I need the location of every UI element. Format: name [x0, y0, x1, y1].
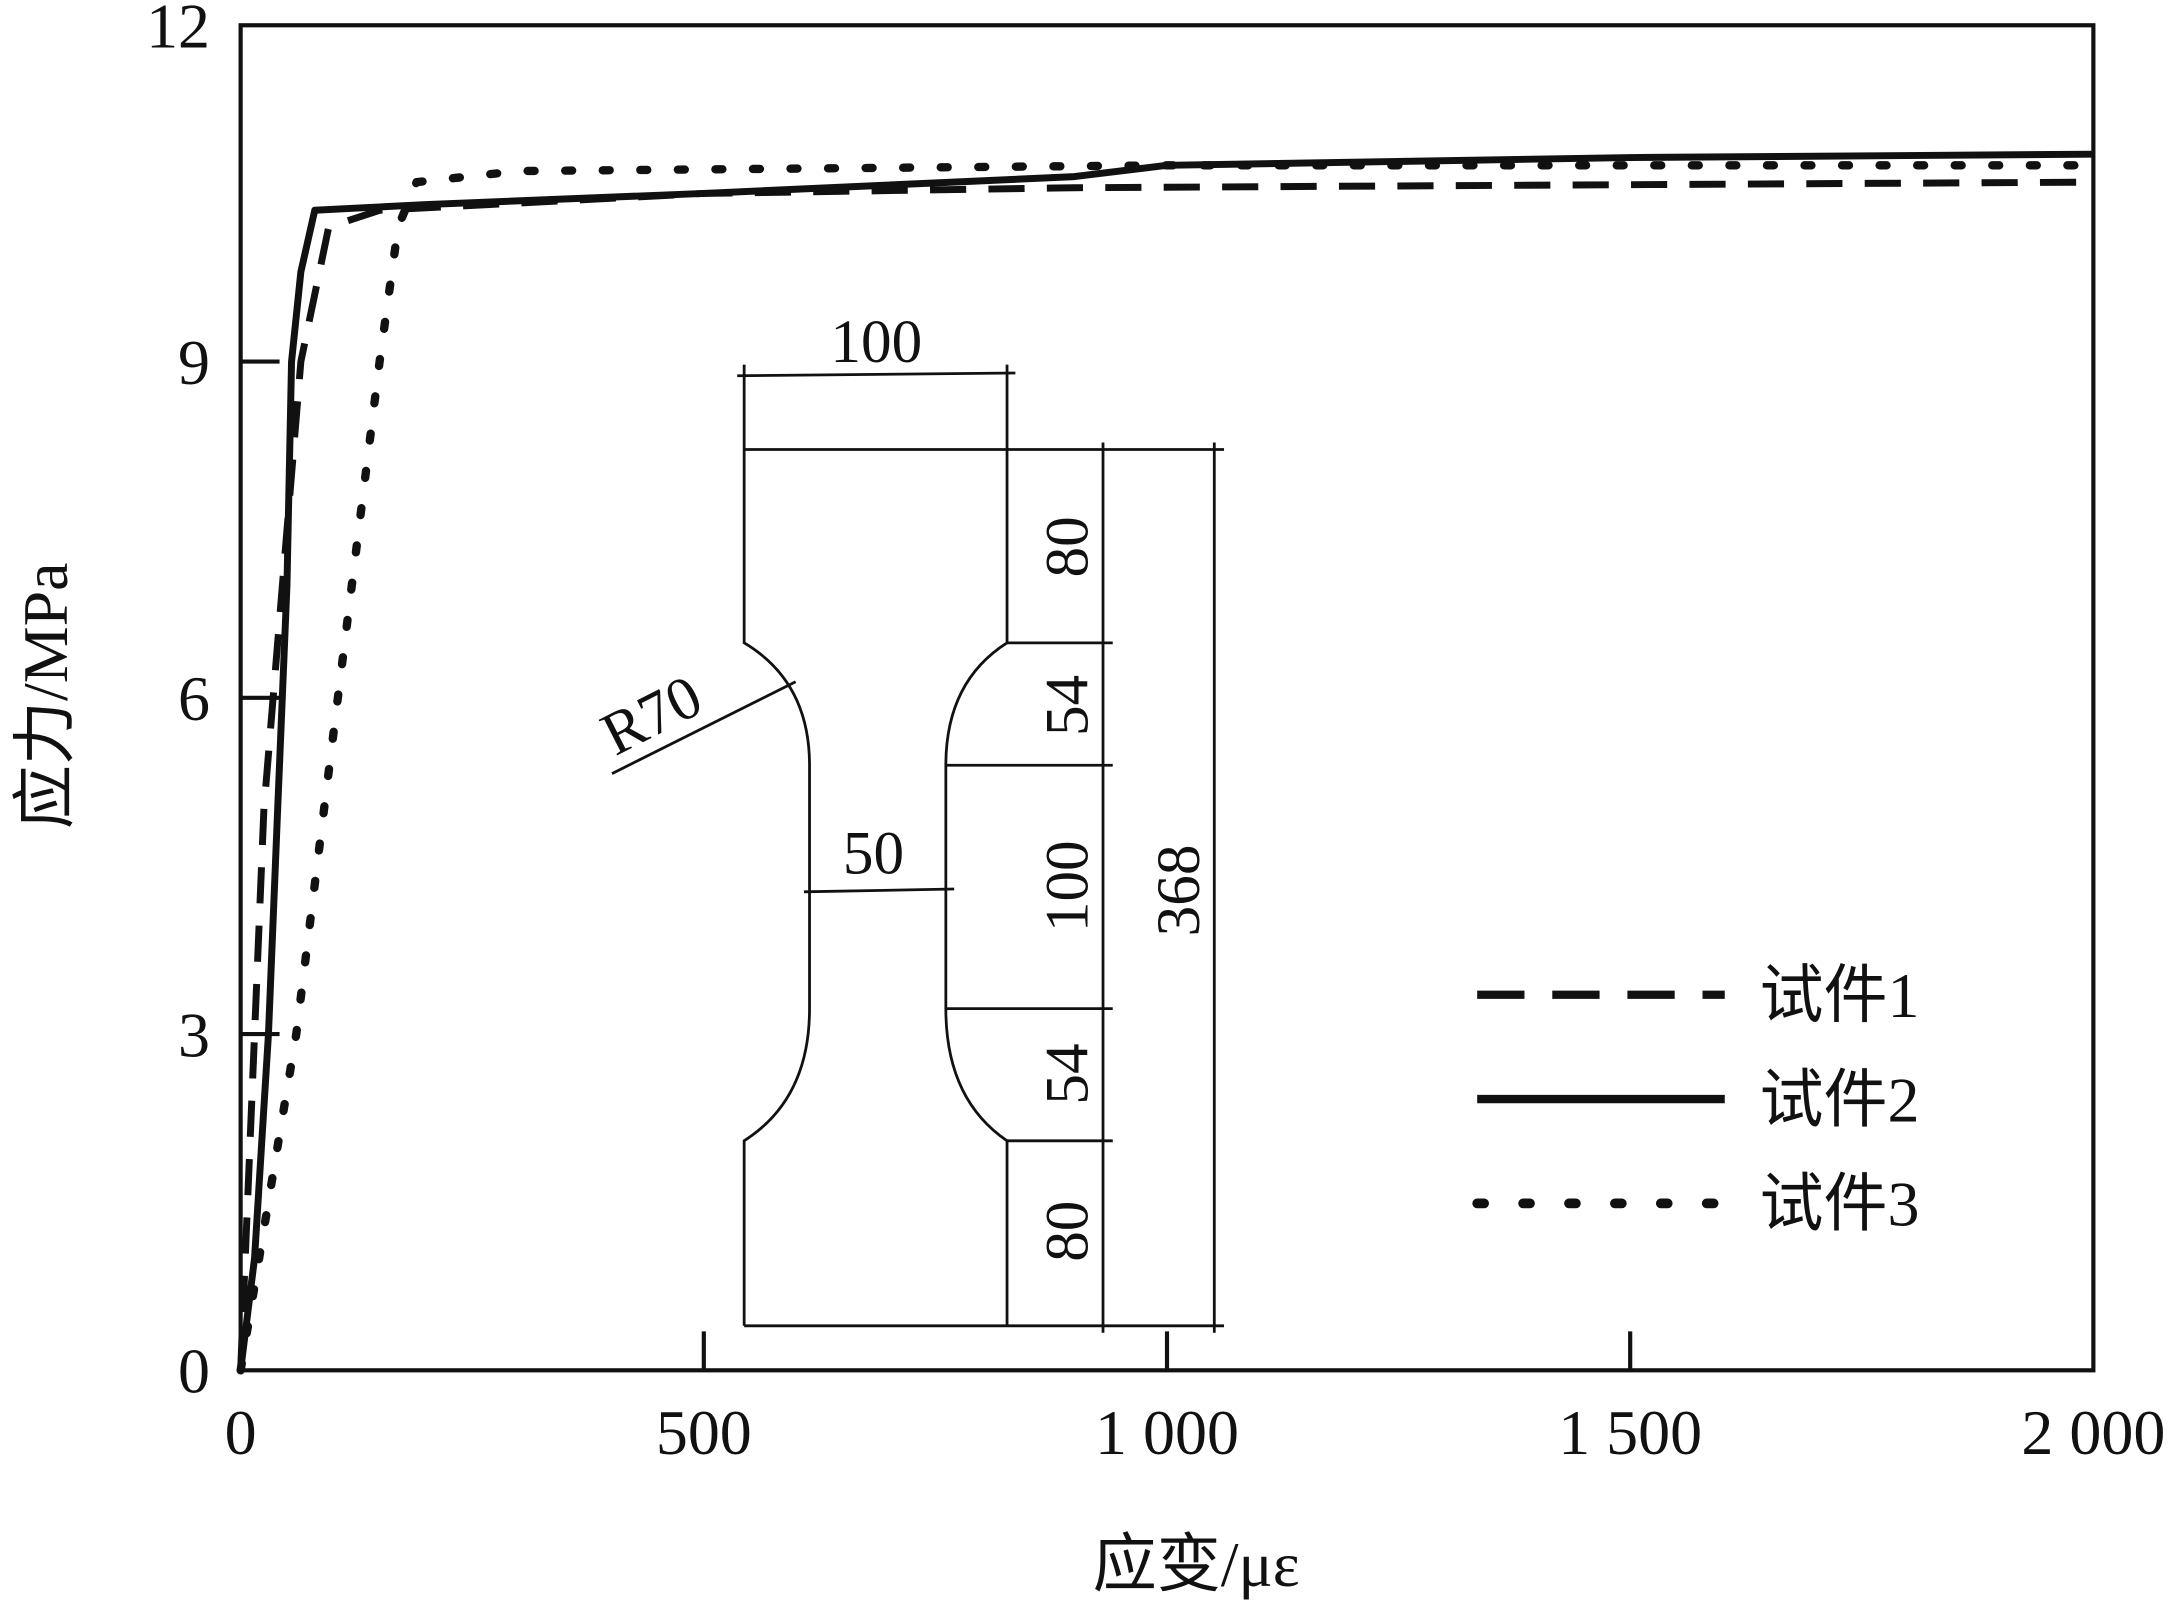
y-axis-label: 应力/MPa	[10, 562, 81, 829]
specimen-diagram	[611, 364, 1225, 1333]
specimen-outline-right	[944, 449, 1009, 1326]
y-tick-label: 9	[178, 327, 210, 398]
series-line-1	[237, 178, 2094, 1371]
specimen-outline-left	[742, 449, 811, 1326]
y-tick-label: 12	[146, 0, 210, 62]
x-axis-label: 应变/με	[1093, 1529, 1300, 1600]
x-tick-label: 2 000	[2021, 1397, 2165, 1468]
series-line-2	[237, 150, 2094, 1371]
dimension-line-width	[737, 371, 1016, 378]
y-tick-label: 6	[178, 663, 210, 734]
legend-label: 试件3	[1760, 1169, 1920, 1240]
dim-segment: 54	[1034, 1043, 1102, 1104]
dim-neck: 50	[843, 820, 904, 888]
dim-segment: 100	[1034, 840, 1102, 932]
x-tick-label: 1 000	[1095, 1397, 1239, 1468]
y-tick-label: 3	[178, 999, 210, 1070]
series-line-3	[236, 161, 2098, 1375]
dim-total: 368	[1145, 845, 1213, 937]
legend: 试件1 试件2 试件3	[1472, 960, 1920, 1240]
legend-label: 试件2	[1760, 1064, 1920, 1135]
dim-segment: 80	[1034, 1201, 1102, 1262]
y-tick-label: 0	[178, 1336, 210, 1407]
dim-radius: R70	[591, 662, 713, 769]
x-tick-label: 0	[225, 1397, 257, 1468]
x-tick-label: 1 500	[1558, 1397, 1702, 1468]
legend-label: 试件1	[1760, 960, 1920, 1031]
dimension-line-neck	[803, 887, 955, 894]
plot-area: 0 500 1 000 1 500 2 000 0 3 6 9 12	[146, 0, 2165, 1468]
dim-segment: 54	[1034, 675, 1102, 736]
dim-segment: 80	[1034, 516, 1102, 577]
radius-leader	[611, 680, 797, 775]
x-tick-label: 500	[656, 1397, 752, 1468]
dim-width: 100	[830, 308, 922, 376]
